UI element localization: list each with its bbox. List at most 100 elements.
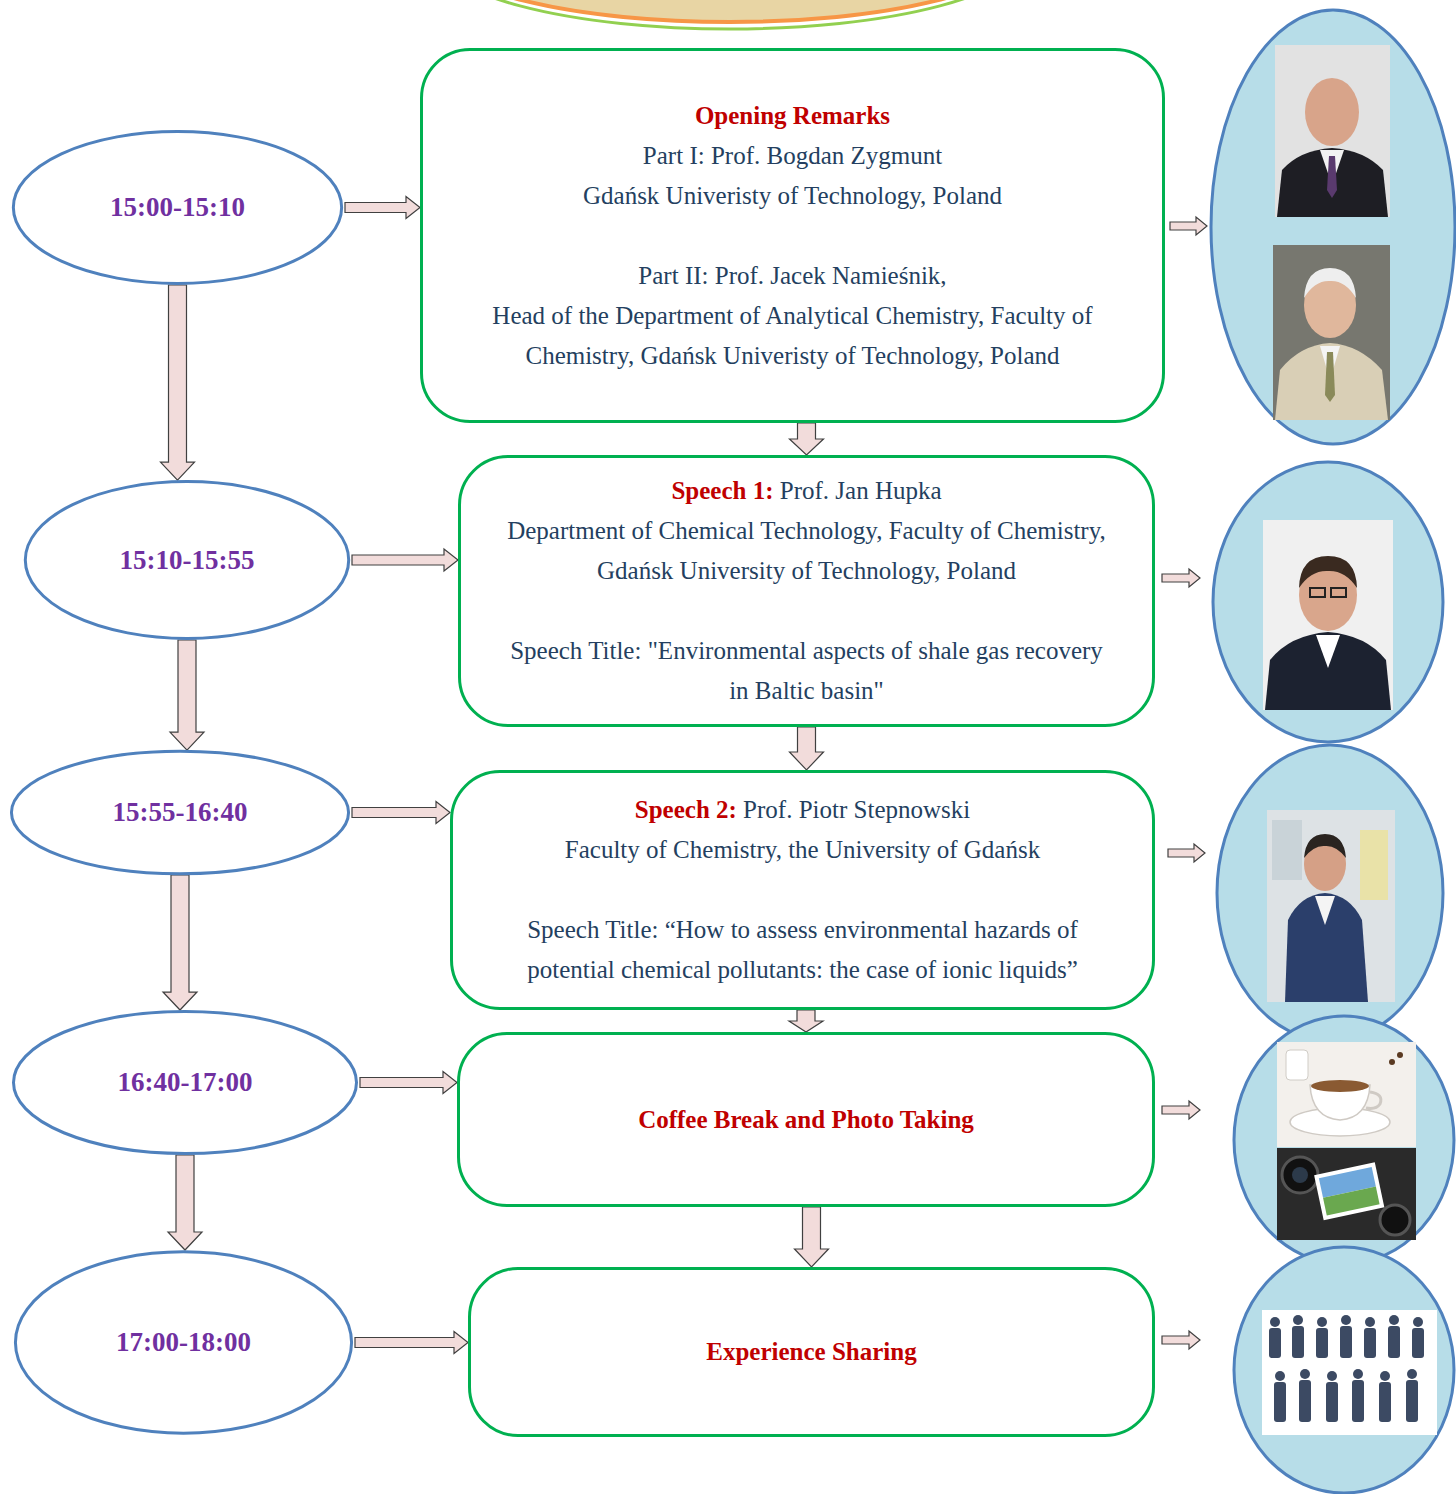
shirt	[1315, 896, 1335, 925]
text-line: Department of Chemical Technology, Facul…	[499, 511, 1114, 591]
photo-arrow	[1162, 569, 1200, 587]
session-text: Part I: Prof. Bogdan Zygmunt	[643, 142, 942, 169]
photo-arrow	[1168, 844, 1205, 862]
time-ellipse: 15:10-15:55	[22, 480, 352, 640]
shirt	[1316, 635, 1340, 668]
photo-ground	[1277, 1148, 1416, 1240]
text-line: Speech 2:Prof. Piotr Stepnowski	[491, 790, 1114, 830]
jug	[1286, 1050, 1308, 1080]
session-text: Prof. Jan Hupka	[780, 477, 942, 504]
flow-arrow	[161, 285, 195, 480]
text-line: Coffee Break and Photo Taking	[498, 1100, 1114, 1140]
ellipse-shape	[11, 751, 348, 874]
flow-arrow	[163, 875, 197, 1010]
session-text: Part II: Prof. Jacek Namieśnik,	[638, 262, 946, 289]
photo-arrow	[1170, 217, 1207, 235]
photo-ellipse	[1217, 745, 1443, 1041]
time-ellipse: 16:40-17:00	[10, 1010, 360, 1155]
tie	[1325, 352, 1335, 402]
bean	[1389, 1059, 1395, 1065]
grass	[1323, 1187, 1380, 1216]
jacket	[1275, 343, 1388, 420]
portrait-photo	[1273, 245, 1390, 420]
flow-arrow	[352, 549, 458, 571]
time-label: 15:55-16:40	[113, 797, 248, 828]
flow-arrow	[168, 1155, 202, 1250]
time-label: 17:00-18:00	[116, 1327, 251, 1358]
print	[1314, 1162, 1384, 1220]
ellipse-shape	[14, 1011, 357, 1153]
flow-arrow	[789, 1010, 823, 1032]
flow-arrow	[352, 802, 450, 824]
hair	[1304, 268, 1356, 298]
text-line: Experience Sharing	[509, 1332, 1114, 1372]
banner-ring	[433, 0, 1027, 29]
coffee-photo	[1277, 1042, 1416, 1147]
photo-arrow	[1162, 1101, 1200, 1119]
session-box: Speech 2:Prof. Piotr StepnowskiFaculty o…	[450, 770, 1155, 1010]
photo-ellipse	[1211, 10, 1455, 444]
cup-handle	[1366, 1092, 1381, 1109]
photo-ground	[1273, 245, 1390, 420]
text-line: Part I: Prof. Bogdan Zygmunt	[461, 136, 1124, 176]
flow-arrow	[790, 423, 824, 455]
portrait-photo	[1263, 520, 1393, 710]
ellipse-shape	[15, 1252, 351, 1433]
session-heading: Experience Sharing	[706, 1338, 916, 1365]
session-text: Department of Chemical Technology, Facul…	[507, 517, 1106, 584]
photo-ground	[1262, 1310, 1437, 1435]
session-text: Speech Title: "Environmental aspects of …	[510, 637, 1103, 704]
hair	[1299, 556, 1357, 588]
text-line: Speech 1: Prof. Jan Hupka	[499, 471, 1114, 511]
portrait-photo	[1267, 810, 1395, 1002]
suit	[1265, 632, 1391, 710]
text-line: Speech Title: "Environmental aspects of …	[499, 631, 1114, 711]
session-text: Speech Title: “How to assess environment…	[527, 916, 1078, 983]
session-text: Faculty of Chemistry, the University of …	[565, 836, 1040, 863]
photo-ground	[1277, 1042, 1416, 1147]
ellipse-shape	[13, 132, 341, 284]
crowd-photo	[1262, 1310, 1437, 1435]
head	[1305, 78, 1359, 146]
lens-glass	[1292, 1167, 1308, 1183]
time-ellipse: 17:00-18:00	[12, 1250, 355, 1435]
session-text: Head of the Department of Analytical Che…	[492, 302, 1092, 369]
glasses	[1331, 588, 1346, 597]
flow-arrow	[345, 197, 420, 219]
glasses	[1310, 588, 1325, 597]
time-ellipse: 15:00-15:10	[10, 130, 345, 285]
session-text: Prof. Piotr Stepnowski	[743, 796, 970, 823]
text-line: Faculty of Chemistry, the University of …	[491, 830, 1114, 870]
photo-ellipse	[1213, 462, 1443, 742]
session-heading: Coffee Break and Photo Taking	[638, 1106, 974, 1133]
ellipse-shape	[25, 482, 348, 639]
session-box: Opening RemarksPart I: Prof. Bogdan Zygm…	[420, 48, 1165, 423]
text-line: Opening Remarks	[461, 96, 1124, 136]
session-box: Coffee Break and Photo Taking	[457, 1032, 1155, 1207]
lens	[1282, 1157, 1318, 1193]
people	[1269, 1315, 1424, 1422]
time-label: 16:40-17:00	[118, 1067, 253, 1098]
text-line: Gdańsk Univeristy of Technology, Poland	[461, 176, 1124, 216]
text-line: Speech Title: “How to assess environment…	[491, 910, 1114, 990]
tie	[1327, 156, 1337, 198]
flow-arrow	[795, 1207, 829, 1267]
time-ellipse: 15:55-16:40	[8, 750, 352, 875]
portrait-photo	[1275, 45, 1390, 217]
photo-ground	[1275, 45, 1390, 217]
time-label: 15:00-15:10	[110, 192, 245, 223]
suit	[1277, 148, 1388, 217]
text-line: Part II: Prof. Jacek Namieśnik,	[461, 256, 1124, 296]
banner-ellipse	[440, 0, 1020, 22]
photo-ellipse	[1234, 1247, 1454, 1493]
coffee	[1311, 1080, 1369, 1092]
suit	[1285, 893, 1368, 1002]
flow-arrow	[355, 1332, 468, 1354]
session-heading: Speech 1:	[671, 477, 773, 504]
flow-arrow	[360, 1072, 457, 1094]
bean	[1397, 1052, 1403, 1058]
lens	[1380, 1205, 1410, 1235]
flow-arrow	[790, 727, 824, 770]
session-heading: Opening Remarks	[695, 102, 890, 129]
session-heading: Speech 2:	[635, 796, 737, 823]
